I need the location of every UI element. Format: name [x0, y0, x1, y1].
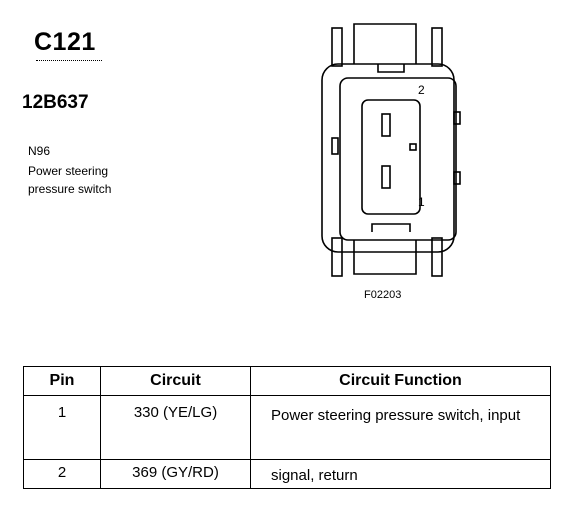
circuit-cell: 369 (GY/RD)	[100, 459, 251, 489]
pin-label-1: 1	[418, 195, 425, 209]
header-circuit-function: Circuit Function	[250, 366, 551, 396]
right-side-clip-top	[453, 111, 461, 125]
right-rail-bottom	[431, 237, 443, 277]
function-cell: Power steering pressure switch, input	[250, 395, 551, 460]
pin-cavity-block	[361, 99, 421, 215]
bottom-latch-tab	[371, 223, 411, 232]
pin-cell: 2	[23, 459, 101, 489]
table-row: 1 330 (YE/LG) Power steering pressure sw…	[23, 395, 551, 460]
left-rail-top	[331, 27, 343, 67]
top-latch	[353, 23, 417, 64]
right-rail-top	[431, 27, 443, 67]
right-side-clip-bottom	[453, 171, 461, 185]
function-cell: signal, return	[250, 459, 551, 489]
bottom-latch	[353, 240, 417, 275]
pin-1-cavity	[381, 165, 391, 189]
circuit-cell: 330 (YE/LG)	[100, 395, 251, 460]
component-code: N96	[28, 144, 51, 158]
connector-face-diagram: 2 1	[321, 23, 461, 277]
part-number: 12B637	[22, 92, 89, 113]
pin-table: Pin Circuit Circuit Function 1 330 (YE/L…	[23, 366, 551, 489]
pin-label-2: 2	[418, 83, 425, 97]
pin-2-cavity	[381, 113, 391, 137]
table-header-row: Pin Circuit Circuit Function	[23, 366, 551, 396]
connector-inner-housing	[339, 77, 457, 241]
left-rail-bottom	[331, 237, 343, 277]
component-name: Power steering pressure switch	[28, 164, 112, 196]
figure-id: F02203	[364, 289, 402, 301]
header-pin: Pin	[23, 366, 101, 396]
pin-cell: 1	[23, 395, 101, 460]
table-row: 2 369 (GY/RD) signal, return	[23, 459, 551, 489]
connector-id: C121	[34, 28, 96, 56]
connector-id-underline	[36, 60, 102, 61]
connector-outer-housing	[321, 63, 455, 253]
key-notch	[409, 143, 417, 151]
header-circuit: Circuit	[100, 366, 251, 396]
top-latch-tab	[377, 64, 405, 73]
left-side-clip	[331, 137, 339, 155]
